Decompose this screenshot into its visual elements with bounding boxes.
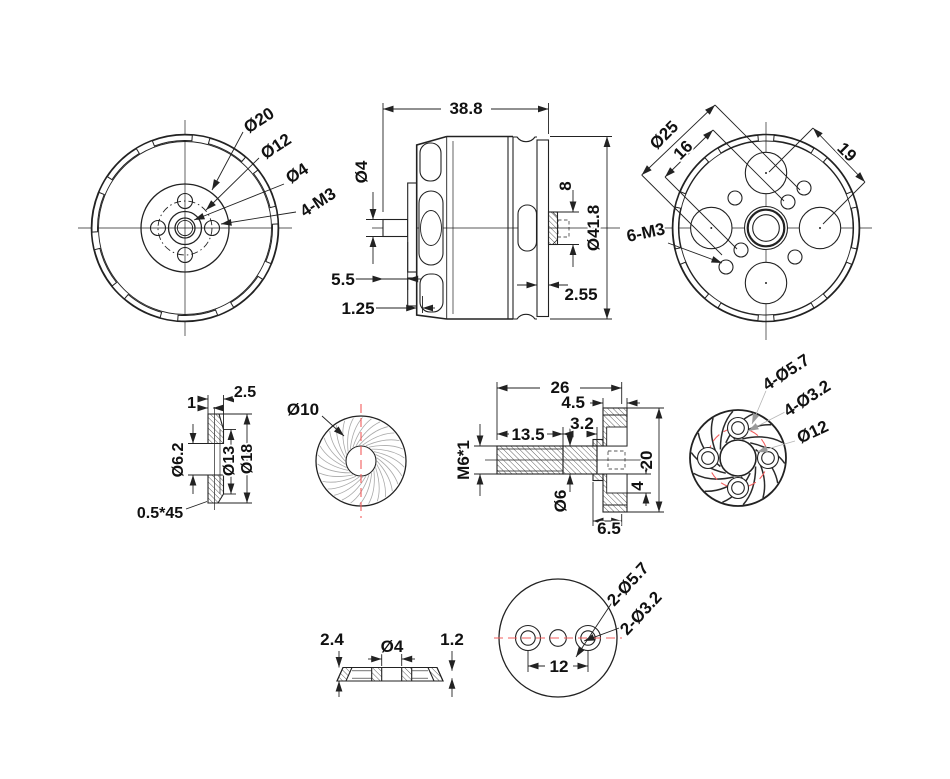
dim-mount-t-left: 2.4 bbox=[320, 630, 344, 649]
dim-adapter-thread: M6*1 bbox=[454, 440, 473, 480]
dim-adapter-length: 26 bbox=[551, 378, 570, 397]
dim-adapter-shaft-d: Ø6 bbox=[551, 490, 570, 513]
front-rim-vent-slots bbox=[91, 134, 279, 322]
dim-washer-bore: Ø10 bbox=[287, 400, 319, 419]
back-view: Ø25 16 19 6-M3 bbox=[623, 104, 872, 340]
front-bolt-circle bbox=[157, 200, 213, 256]
mount-face-dimensions bbox=[527, 594, 631, 672]
dim-spacer-bore: Ø6.2 bbox=[170, 443, 187, 478]
dim-adapter-thread-len: 13.5 bbox=[511, 425, 544, 444]
dim-mount-bore: Ø4 bbox=[381, 637, 404, 656]
dim-spacer-lip: 1 bbox=[187, 395, 196, 412]
washer-knurl-texture bbox=[317, 417, 405, 505]
dim-adapter-hub-len: 6.5 bbox=[597, 519, 621, 538]
dim-side-lip: 1.25 bbox=[341, 299, 374, 318]
dim-side-plate: 2.55 bbox=[564, 285, 597, 304]
dim-adapter-relief: 3.2 bbox=[570, 414, 594, 433]
mount-section-view: 2.4 Ø4 1.2 bbox=[318, 628, 466, 697]
adapter-holes bbox=[696, 416, 780, 500]
adapter-section-view: 26 4.5 13.5 3.2 M6*1 Ø6 20 4 6.5 bbox=[452, 376, 664, 540]
back-large-holes bbox=[690, 151, 842, 305]
dim-spacer-od: Ø18 bbox=[239, 444, 256, 474]
spacer-section-view: 2.5 1 Ø6.2 Ø13 Ø18 0.5*45 bbox=[135, 382, 258, 524]
dim-mount-spacing: 12 bbox=[550, 657, 569, 676]
dim-adapter-flange-d: 20 bbox=[637, 451, 656, 470]
mount-section-dimensions bbox=[335, 651, 456, 697]
dim-side-length: 38.8 bbox=[449, 99, 482, 118]
dim-adapter-recess: 4 bbox=[628, 481, 647, 491]
back-m3-holes bbox=[718, 180, 812, 275]
back-view-dimensions bbox=[641, 104, 866, 264]
dim-spacer-width: 2.5 bbox=[234, 384, 256, 401]
spacer-dimensions bbox=[185, 395, 252, 510]
prop-washer-view: Ø10 bbox=[285, 398, 407, 518]
adapter-face-leaders bbox=[747, 385, 796, 453]
side-view-dimensions bbox=[353, 103, 612, 320]
dim-spacer-mid: Ø13 bbox=[221, 446, 238, 476]
dim-adapter-flange-t: 4.5 bbox=[561, 393, 585, 412]
dim-side-od: Ø41.8 bbox=[584, 205, 603, 251]
front-view-leaders bbox=[193, 131, 297, 226]
dim-side-shaft-len: 5.5 bbox=[331, 270, 355, 289]
dim-spacer-chamfer: 0.5*45 bbox=[137, 505, 183, 522]
adapter-dimensions bbox=[474, 382, 664, 526]
dim-mount-t-right: 1.2 bbox=[440, 630, 464, 649]
dim-side-shaft-d: Ø4 bbox=[352, 160, 371, 183]
adapter-face-view: 4-Ø5.7 4-Ø3.2 Ø12 bbox=[689, 349, 836, 507]
dim-side-hub: 8 bbox=[556, 181, 575, 190]
side-view: 38.8 Ø4 5.5 1.25 8 Ø41.8 2.55 bbox=[329, 97, 620, 320]
